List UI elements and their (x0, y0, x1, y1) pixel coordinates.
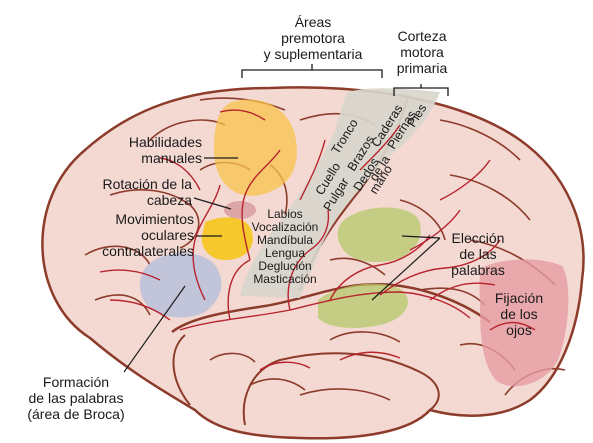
premotor-label-line-2: premotora (228, 30, 398, 46)
broca-label-line-3: (área de Broca) (20, 406, 132, 422)
eye-movements-label: Movimientos oculares contralaterales (82, 211, 194, 259)
premotor-bracket (242, 64, 382, 78)
motor-cortex-label-line-1: Corteza (385, 28, 459, 44)
motor-cortex-label-line-3: primaria (385, 60, 459, 76)
broca-label-line-2: de las palabras (20, 390, 132, 406)
broca-label: Formación de las palabras (área de Broca… (20, 374, 132, 422)
motor-cortex-label: Corteza motora primaria (385, 28, 459, 76)
face-function-masticacion: Masticación (236, 273, 334, 286)
hand-skills-label: Habilidades manuales (92, 134, 202, 166)
eye-movements-label-line-3: contralaterales (82, 243, 194, 259)
broca-label-line-1: Formación (20, 374, 132, 390)
word-choice-label: Elección de las palabras (440, 230, 516, 278)
eye-movements-label-line-1: Movimientos (82, 211, 194, 227)
motor-cortex-label-line-2: motora (385, 44, 459, 60)
gaze-fixation-label-line-2: de los (486, 306, 552, 322)
premotor-label-line-3: y suplementaria (228, 46, 398, 62)
premotor-label-line-1: Áreas (228, 14, 398, 30)
hand-skills-label-line-1: Habilidades (92, 134, 202, 150)
word-choice-label-line-3: palabras (440, 262, 516, 278)
premotor-label: Áreas premotora y suplementaria (228, 14, 398, 62)
face-functions-list: Labios Vocalización Mandíbula Lengua Deg… (236, 208, 334, 286)
hand-skills-label-line-2: manuales (92, 150, 202, 166)
head-rotation-label-line-2: cabeza (86, 192, 192, 208)
word-choice-label-line-2: de las (440, 246, 516, 262)
head-rotation-label-line-1: Rotación de la (86, 176, 192, 192)
gaze-fixation-label-line-3: ojos (486, 322, 552, 338)
broca-region (140, 253, 221, 318)
gaze-fixation-label: Fijación de los ojos (486, 290, 552, 338)
head-rotation-label: Rotación de la cabeza (86, 176, 192, 208)
word-choice-label-line-1: Elección (440, 230, 516, 246)
eye-movements-label-line-2: oculares (82, 227, 194, 243)
gaze-fixation-label-line-1: Fijación (486, 290, 552, 306)
